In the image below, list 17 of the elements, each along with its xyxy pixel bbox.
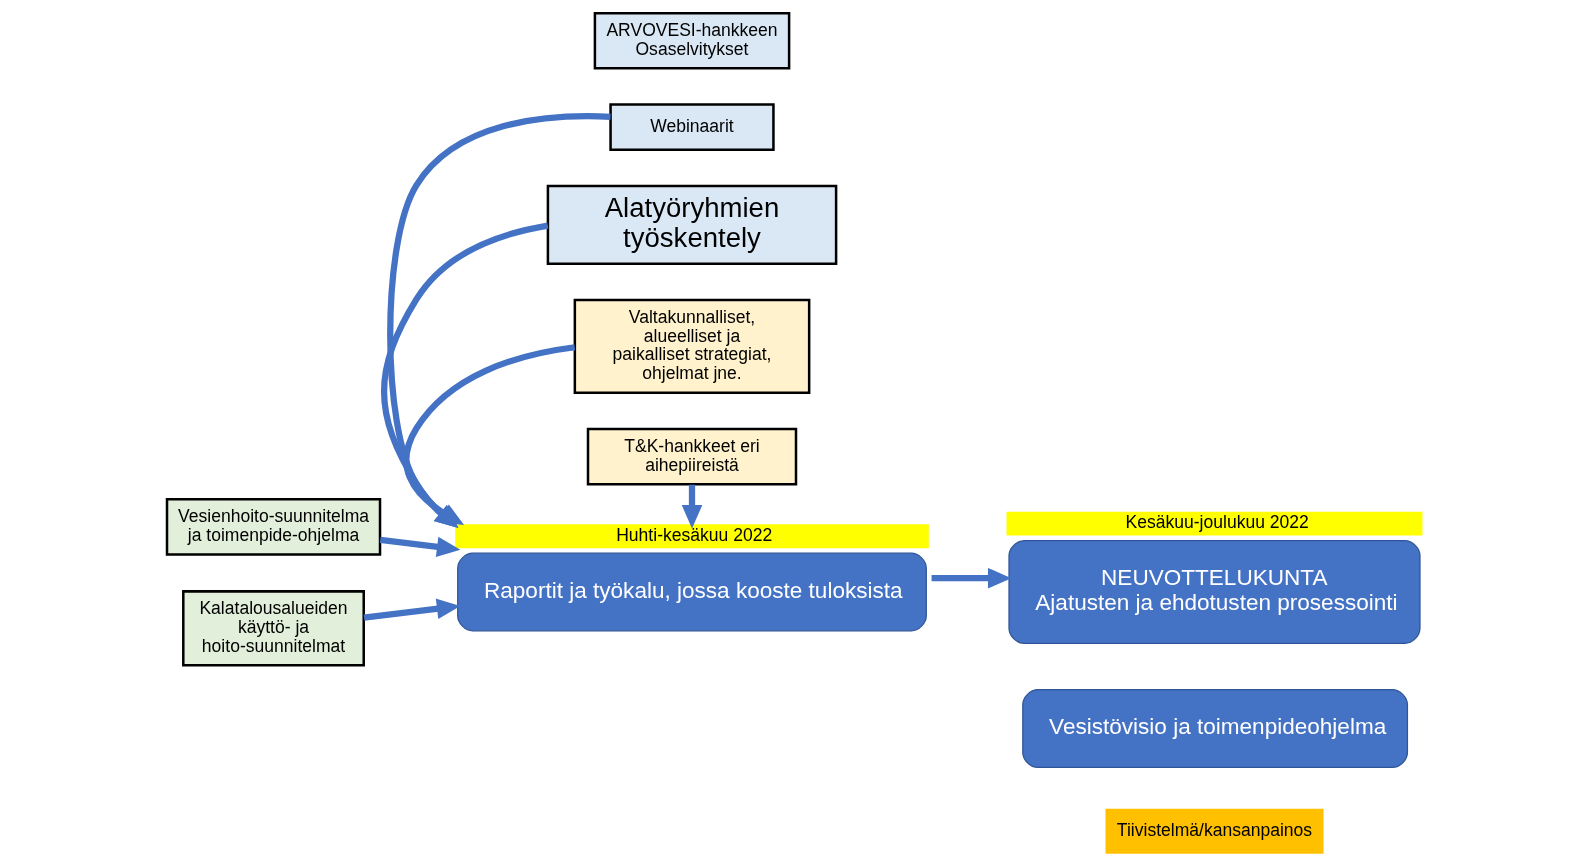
arrow — [681, 484, 703, 529]
node-box: ARVOVESI-hankkeen Osaselvitykset — [593, 11, 791, 70]
node-box: Alatyöryhmien työskentely — [546, 184, 838, 265]
arrow — [931, 567, 1012, 589]
arrow — [363, 598, 461, 621]
node-box: Valtakunnalliset, alueelliset ja paikalliset strategiat, ohjelmat jne. — [573, 298, 811, 395]
arrow — [387, 113, 611, 529]
node-box: Vesienhoito-suunnitelma ja toimenpide-ohjelma — [165, 498, 382, 556]
node-label: Kesäkuu-joulukuu 2022 — [1125, 512, 1309, 533]
node-box: Tiivistelmä/kansanpainos — [1105, 808, 1324, 854]
arrow — [379, 536, 461, 558]
node-label: Huhti-kesäkuu 2022 — [616, 524, 773, 545]
node-box: T&K-hankkeet eri aihepiireistä — [586, 427, 798, 486]
arrow — [403, 344, 576, 525]
node-box: Webinaarit — [609, 103, 775, 151]
node-box: Kalatalousalueiden käyttö- ja hoito-suunnitelmat — [182, 590, 365, 667]
arrow — [381, 222, 549, 529]
